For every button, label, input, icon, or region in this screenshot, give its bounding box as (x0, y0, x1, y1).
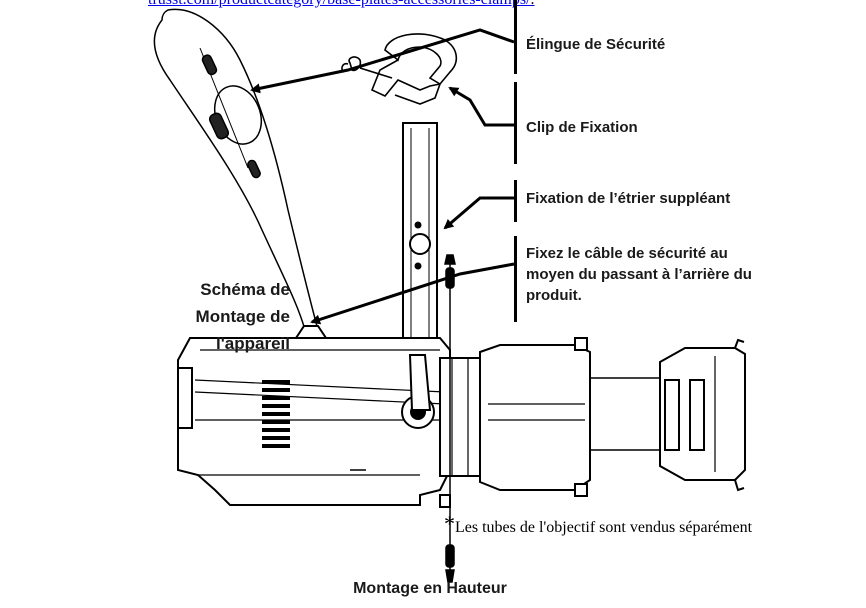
safety-cable-drawing (444, 254, 456, 583)
label-safety-cable: Fixez le câble de sécurité au moyen du p… (526, 245, 752, 304)
label-safety-sling: Élingue de Sécurité (526, 36, 666, 53)
accessories-link[interactable]: trusst.com/productcategory/base-plates-a… (148, 0, 535, 9)
bottom-caption: Montage en Hauteur (353, 580, 507, 597)
clamp-drawing (341, 33, 458, 105)
callout-arrows (250, 28, 515, 325)
lens-note: *Les tubes de l'objectif sont vendus sép… (444, 511, 753, 545)
link-period: . (531, 0, 535, 8)
lens-note-text: Les tubes de l'objectif sont vendus sépa… (455, 519, 753, 536)
left-caption: Schéma de Montage de l'appareil (195, 280, 290, 353)
lens-note-star: * (444, 511, 455, 536)
label-alt-yoke: Fixation de l’étrier suppléant (526, 190, 731, 207)
label-mounting-clip: Clip de Fixation (526, 119, 638, 136)
fixture-body-drawing (177, 325, 746, 508)
callout-bars (514, 0, 517, 322)
accessories-link-text[interactable]: trusst.com/productcategory/base-plates-a… (148, 0, 531, 8)
safety-sling-drawing (153, 8, 319, 331)
